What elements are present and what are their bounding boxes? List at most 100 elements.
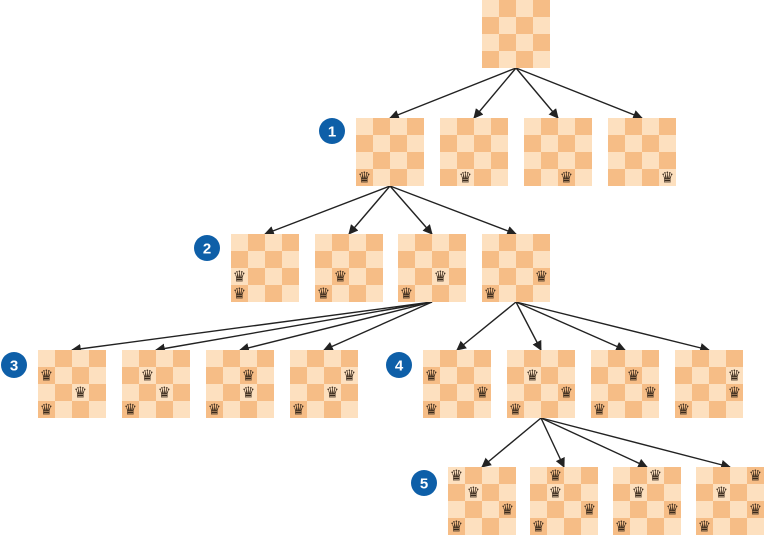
board-square (591, 401, 608, 418)
board-L1-4: ♛ (608, 118, 676, 187)
board-square (457, 367, 474, 384)
queen-icon: ♛ (425, 401, 438, 419)
board-square (440, 135, 457, 152)
board-square (608, 384, 625, 401)
board-square (533, 34, 550, 51)
board-square (625, 135, 642, 152)
board-square (558, 169, 575, 186)
board-square (398, 234, 415, 251)
board-square (482, 467, 499, 484)
queen-icon: ♛ (560, 169, 573, 187)
board-square (530, 484, 547, 501)
board-square (474, 367, 491, 384)
board-square (156, 384, 173, 401)
board-square (482, 17, 499, 34)
board-square (55, 350, 72, 367)
board-square (491, 135, 508, 152)
board-square (730, 484, 747, 501)
board-square (440, 350, 457, 367)
board-square (524, 152, 541, 169)
board-square (223, 401, 240, 418)
step-badge-label: 3 (10, 358, 18, 375)
edge-L1-1-to-L2-1 (264, 185, 391, 236)
board-square (524, 169, 541, 186)
queen-icon: ♛ (74, 384, 87, 402)
board-square (290, 401, 307, 418)
board-square (474, 152, 491, 169)
board-square (692, 401, 709, 418)
boards-layer: ♛♛♛♛♛♛♛♛♛♛♛♛♛♛♛♛♛♛♛♛♛♛♛♛♛♛♛♛♛♛♛♛♛♛♛♛♛♛♛♛… (38, 0, 764, 536)
board-square (675, 401, 692, 418)
queen-icon: ♛ (509, 401, 522, 419)
step-badge-label: 2 (203, 241, 211, 258)
board-square (448, 518, 465, 535)
board-square (390, 135, 407, 152)
board-square (533, 234, 550, 251)
board-square (541, 350, 558, 367)
board-square (482, 251, 499, 268)
queen-icon: ♛ (124, 401, 137, 419)
board-square (558, 118, 575, 135)
board-square (608, 401, 625, 418)
board-square (516, 0, 533, 17)
board-square (533, 251, 550, 268)
edge-L2-3-to-L3-2 (155, 301, 433, 354)
board-square (341, 367, 358, 384)
board-square (156, 401, 173, 418)
board-square (265, 268, 282, 285)
queen-icon: ♛ (450, 518, 463, 536)
board-square (696, 467, 713, 484)
board-square (206, 367, 223, 384)
queen-icon: ♛ (535, 268, 548, 286)
board-square (55, 367, 72, 384)
board-square (507, 401, 524, 418)
board-square (564, 501, 581, 518)
board-square (432, 234, 449, 251)
board-square (541, 384, 558, 401)
board-square (122, 350, 139, 367)
board-square (692, 367, 709, 384)
board-square (675, 350, 692, 367)
board-root (482, 0, 550, 68)
board-square (541, 367, 558, 384)
board-square (625, 367, 642, 384)
board-square (696, 501, 713, 518)
board-L3-6: ♛♛♛ (507, 350, 575, 419)
board-square (290, 367, 307, 384)
board-square (726, 367, 743, 384)
board-square (491, 152, 508, 169)
board-L3-1: ♛♛♛ (38, 350, 106, 419)
board-square (747, 484, 764, 501)
board-square (122, 384, 139, 401)
board-square (482, 518, 499, 535)
board-square (449, 268, 466, 285)
board-L2-3: ♛♛ (398, 234, 466, 303)
queen-icon: ♛ (434, 268, 447, 286)
board-square (581, 518, 598, 535)
board-square (613, 467, 630, 484)
board-square (349, 285, 366, 302)
board-square (407, 135, 424, 152)
board-square (507, 384, 524, 401)
board-square (564, 467, 581, 484)
board-square (415, 285, 432, 302)
board-square (341, 401, 358, 418)
board-square (608, 152, 625, 169)
board-square (257, 384, 274, 401)
board-square (398, 268, 415, 285)
board-square (499, 484, 516, 501)
board-L2-1: ♛♛ (231, 234, 299, 303)
board-square (541, 118, 558, 135)
board-square (415, 234, 432, 251)
board-L1-2: ♛ (440, 118, 508, 187)
board-square (482, 484, 499, 501)
board-square (507, 367, 524, 384)
board-square (248, 268, 265, 285)
queen-icon: ♛ (242, 367, 255, 385)
board-square (581, 484, 598, 501)
queen-icon: ♛ (583, 501, 596, 519)
board-square (139, 401, 156, 418)
board-square (156, 350, 173, 367)
queen-icon: ♛ (661, 169, 674, 187)
queen-icon: ♛ (317, 285, 330, 303)
